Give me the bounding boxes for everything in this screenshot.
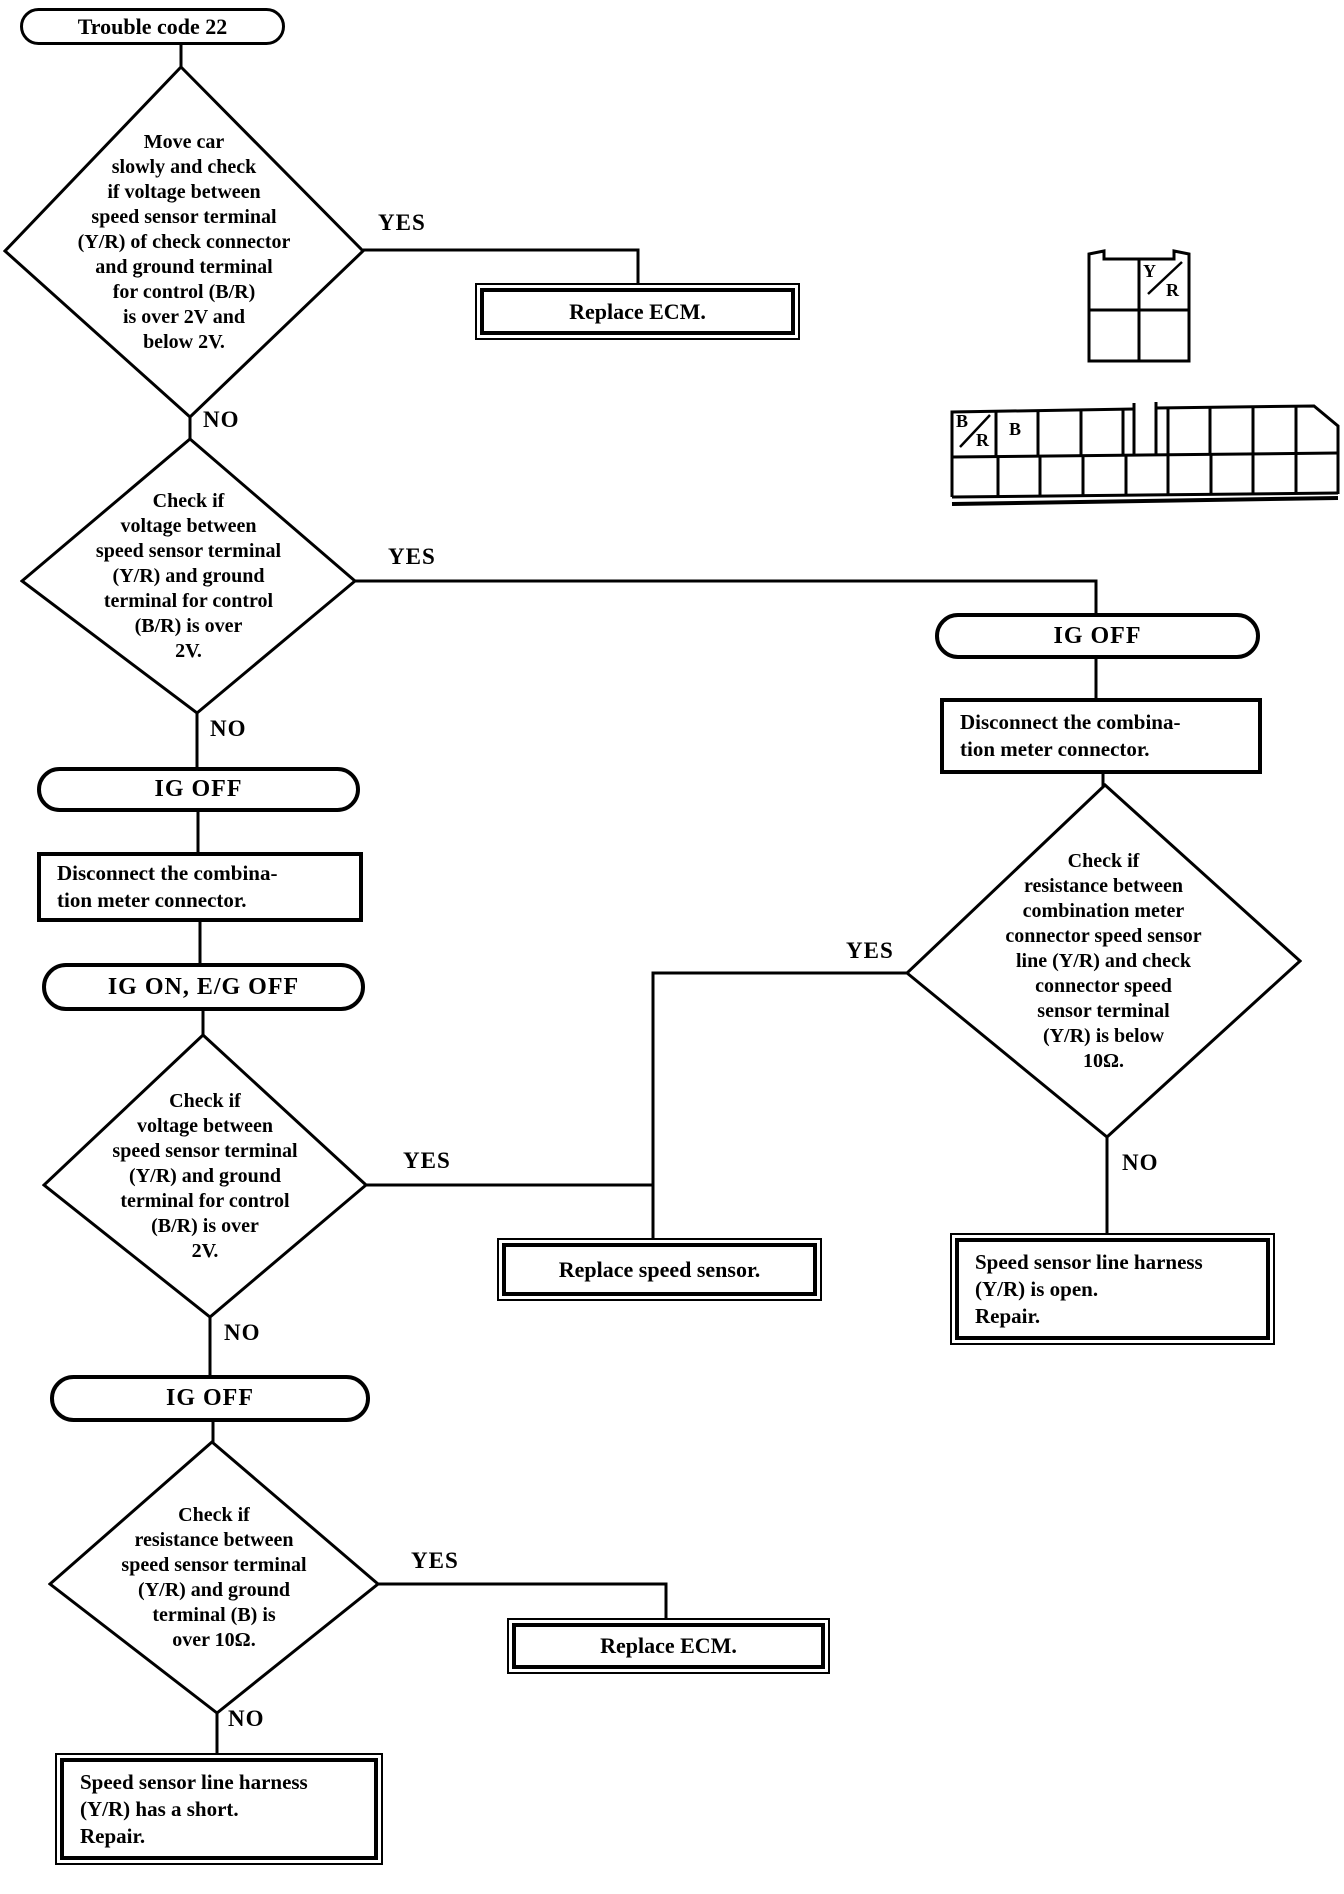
decision-voltage-ign-on-text: Check if voltage between speed sensor te…	[112, 1089, 298, 1262]
diamond-shape	[905, 783, 1302, 1139]
decision-voltage-moving-text: Move car slowly and check if voltage bet…	[77, 130, 291, 353]
edge-label-yes-2: YES	[388, 544, 436, 569]
diamond-shape	[42, 1033, 368, 1319]
meter-pin1-label-top: B	[956, 411, 969, 431]
meter-connector-outline	[950, 402, 1340, 506]
diamond-shape	[3, 65, 365, 419]
state-ig-off-left: IG OFF	[37, 767, 360, 812]
state-ig-on-eg-off-label: IG ON, E/G OFF	[107, 973, 300, 1000]
check-pin-label-bottom: R	[1166, 280, 1179, 300]
action-replace-ecm-top-text: Replace ECM.	[480, 288, 795, 335]
state-ig-off-bottom-label: IG OFF	[166, 1385, 254, 1411]
process-disconnect-right-text: Disconnect the combina- tion meter conne…	[960, 710, 1181, 761]
diamond-shape	[20, 437, 357, 715]
meter-pin2-label: B	[1009, 419, 1022, 439]
action-replace-ecm-bottom-text: Replace ECM.	[512, 1623, 825, 1669]
decision-voltage-static: Check if voltage between speed sensor te…	[20, 437, 357, 715]
edge-label-yes-3: YES	[403, 1148, 451, 1173]
terminal-start-label: Trouble code 22	[77, 13, 228, 39]
action-harness-open-text: Speed sensor line harness (Y/R) is open.…	[955, 1238, 1270, 1340]
action-harness-short: Speed sensor line harness (Y/R) has a sh…	[55, 1753, 383, 1865]
check-pin-label-top: Y	[1143, 261, 1156, 281]
decision-voltage-moving: Move car slowly and check if voltage bet…	[3, 65, 365, 419]
action-harness-open: Speed sensor line harness (Y/R) is open.…	[950, 1233, 1275, 1345]
decision-voltage-ign-on: Check if voltage between speed sensor te…	[42, 1033, 368, 1319]
decision-resistance-ground-text: Check if resistance between speed sensor…	[121, 1503, 307, 1651]
check-connector-outline	[1087, 249, 1191, 363]
decision-voltage-static-text: Check if voltage between speed sensor te…	[95, 489, 282, 662]
edge-label-no-right: NO	[1122, 1150, 1159, 1175]
meter-connector-diagram: B R B	[948, 400, 1342, 512]
edge-label-no-2: NO	[210, 716, 247, 741]
edge-label-yes-right: YES	[846, 938, 894, 963]
edge-label-no-3: NO	[224, 1320, 261, 1345]
action-replace-speed-sensor-text: Replace speed sensor.	[502, 1243, 817, 1296]
state-ig-off-left-label: IG OFF	[154, 776, 243, 802]
action-replace-ecm-bottom: Replace ECM.	[507, 1618, 830, 1674]
process-disconnect-left: Disconnect the combina- tion meter conne…	[37, 852, 363, 922]
state-ig-on-eg-off: IG ON, E/G OFF	[42, 963, 365, 1011]
diamond-shape	[48, 1440, 380, 1715]
action-replace-ecm-top: Replace ECM.	[475, 283, 800, 340]
action-replace-speed-sensor: Replace speed sensor.	[497, 1238, 822, 1301]
process-disconnect-right: Disconnect the combina- tion meter conne…	[940, 698, 1262, 774]
edge-label-no-4: NO	[228, 1706, 265, 1731]
edge-label-no-1: NO	[203, 407, 240, 432]
check-connector-diagram: Y R	[1086, 245, 1194, 363]
terminal-start: Trouble code 22	[20, 8, 285, 45]
meter-pin1-label-bottom: R	[976, 430, 989, 450]
edge-label-yes-1: YES	[378, 210, 426, 235]
state-ig-off-bottom: IG OFF	[50, 1375, 370, 1422]
decision-resistance-ground: Check if resistance between speed sensor…	[48, 1440, 380, 1715]
decision-resistance-meter-text: Check if resistance between combination …	[1005, 849, 1202, 1072]
process-disconnect-left-text: Disconnect the combina- tion meter conne…	[57, 861, 278, 912]
state-ig-off-right-label: IG OFF	[1053, 622, 1142, 649]
action-harness-short-text: Speed sensor line harness (Y/R) has a sh…	[60, 1758, 378, 1860]
decision-resistance-meter: Check if resistance between combination …	[905, 783, 1302, 1139]
edge-label-yes-4: YES	[411, 1548, 459, 1573]
state-ig-off-right: IG OFF	[935, 613, 1260, 659]
